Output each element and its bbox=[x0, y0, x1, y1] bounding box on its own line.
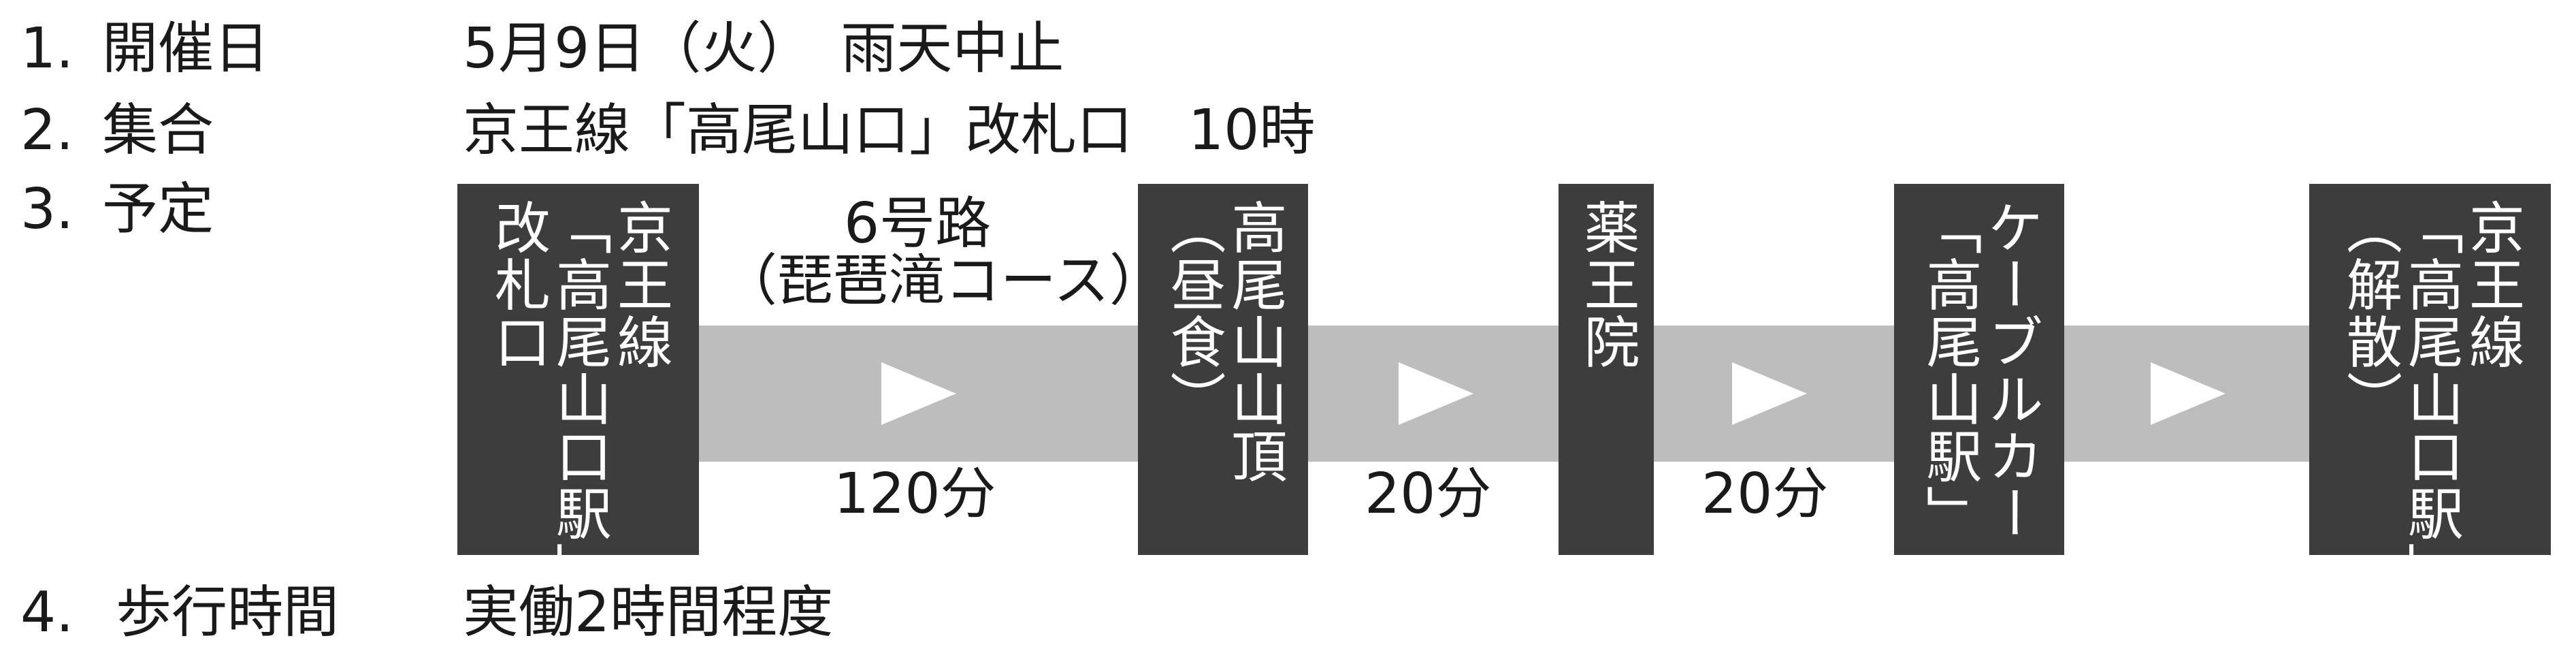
row-number: 4. bbox=[20, 580, 74, 645]
stop-yakuoin: 薬王院 bbox=[1559, 184, 1654, 555]
stop-column: 「高尾山口駅」 bbox=[546, 199, 611, 599]
arrow-right-icon bbox=[1399, 362, 1473, 425]
row-value: 京王線「高尾山口」改札口 10時 bbox=[463, 98, 1316, 163]
arrow-right-icon bbox=[1732, 362, 1807, 425]
segment-time: 120分 bbox=[834, 462, 996, 526]
row-label: 集合 bbox=[102, 98, 214, 163]
stop-column: （昼食） bbox=[1160, 199, 1225, 428]
segment-route-line2: （琵琶滝コース） bbox=[721, 249, 1165, 313]
stop-end: 京王線 「高尾山口駅」 （解散） bbox=[2309, 184, 2551, 599]
stop-column: 改札口 bbox=[485, 199, 550, 370]
arrow-right-icon bbox=[2151, 362, 2226, 425]
row-label: 歩行時間 bbox=[116, 580, 340, 645]
row-number: 2. bbox=[20, 98, 74, 163]
row-value: 5月9日（火） 雨天中止 bbox=[463, 16, 1064, 81]
stop-summit: 高尾山山頂 （昼食） bbox=[1138, 184, 1308, 555]
row-value: 実働2時間程度 bbox=[463, 580, 834, 645]
arrow-right-icon bbox=[881, 362, 956, 425]
stop-start: 京王線 「高尾山口駅」 改札口 bbox=[457, 184, 699, 599]
stop-column: 京王線 bbox=[2459, 199, 2524, 370]
row-label: 開催日 bbox=[102, 16, 270, 81]
segment-time: 20分 bbox=[1701, 462, 1829, 526]
stop-cablecar: ケーブルカー 「高尾山駅」 bbox=[1894, 184, 2064, 555]
row-number: 1. bbox=[20, 16, 74, 81]
row-number: 3. bbox=[20, 177, 74, 242]
stop-column: ケーブルカー bbox=[1978, 199, 2042, 542]
stop-column: 京王線 bbox=[607, 199, 672, 370]
stop-column: 「高尾山駅」 bbox=[1917, 199, 1981, 542]
stop-column: 「高尾山口駅」 bbox=[2398, 199, 2463, 599]
segment-time: 20分 bbox=[1365, 462, 1492, 526]
stop-column: （解散） bbox=[2336, 199, 2402, 428]
stop-column: 高尾山山頂 bbox=[1222, 199, 1286, 485]
segment-route-line1: 6号路 bbox=[844, 191, 992, 256]
route-band bbox=[681, 326, 2382, 462]
row-label: 予定 bbox=[102, 177, 214, 242]
stop-column: 薬王院 bbox=[1574, 199, 1639, 370]
